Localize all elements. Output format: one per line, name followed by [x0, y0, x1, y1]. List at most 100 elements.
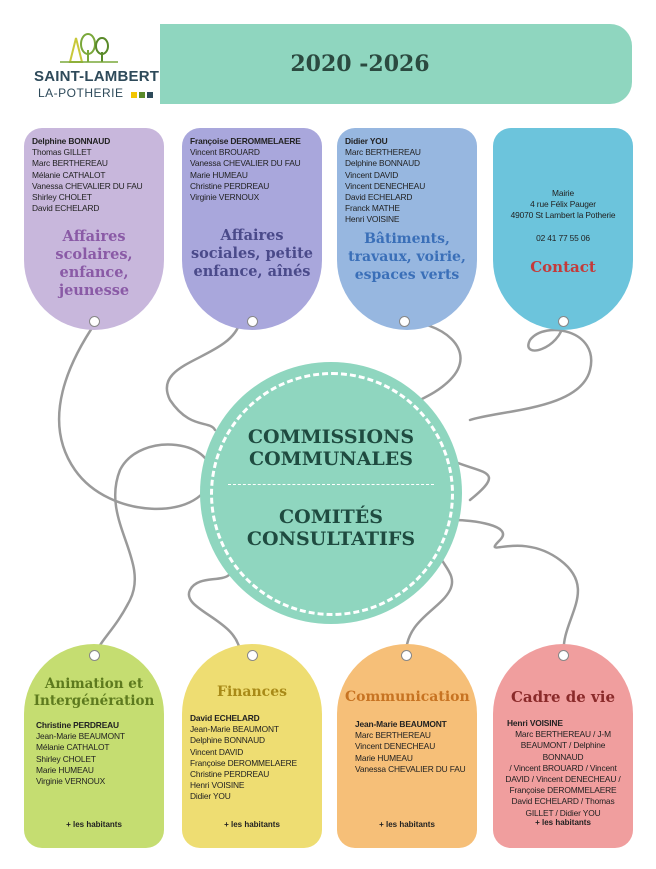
- logo-name: SAINT-LAMBERT: [34, 68, 160, 85]
- tag-members: Didier YOU Marc BERTHEREAU Delphine BONN…: [345, 136, 469, 226]
- tag-hole-icon: [247, 650, 258, 661]
- member: David ECHELARD: [32, 203, 100, 214]
- tag-hole-icon: [558, 650, 569, 661]
- member: / Vincent BROUARD / Vincent: [509, 762, 617, 773]
- contact-details: Mairie 4 rue Félix Pauger 49070 St Lambe…: [501, 188, 625, 244]
- contact-line: Mairie: [552, 188, 574, 198]
- member: Vincent DENECHEAU: [345, 180, 426, 191]
- tag-batiments: Didier YOU Marc BERTHEREAU Delphine BONN…: [337, 128, 477, 330]
- member: BEAUMONT / Delphine BONNAUD: [520, 740, 606, 762]
- tag-lead: Jean-Marie BEAUMONT: [355, 719, 447, 729]
- member: Vincent DAVID: [190, 746, 244, 757]
- years-label: 2020 -2026: [290, 51, 430, 77]
- tag-cadre-de-vie: Cadre de vie Henri VOISINE Marc BERTHERE…: [493, 644, 633, 848]
- tag-hole-icon: [89, 650, 100, 661]
- member: David ECHELARD / Thomas: [511, 796, 615, 807]
- member: Christine PERDREAU: [190, 180, 270, 191]
- tag-title: Affaires sociales, petite enfance, aînés: [190, 227, 314, 281]
- tag-hole-icon: [247, 316, 258, 327]
- member: Virginie VERNOUX: [36, 776, 106, 787]
- center-line-3: COMITÉS: [279, 506, 383, 528]
- tag-affaires-scolaires: Delphine BONNAUD Thomas GILLET Marc BERT…: [24, 128, 164, 330]
- tag-animation: Animation et Intergénération Christine P…: [24, 644, 164, 848]
- member: DAVID / Vincent DENECHEAU /: [505, 774, 621, 785]
- tag-lead: Françoise DEROMMELAERE: [190, 136, 301, 146]
- tag-hole-icon: [89, 316, 100, 327]
- years-banner: [160, 24, 632, 104]
- center-separator: [228, 484, 434, 485]
- member: Vanessa CHEVALIER DU FAU: [32, 180, 143, 191]
- center-line-2: COMMUNALES: [249, 448, 413, 470]
- tag-title: Communication: [345, 689, 470, 705]
- member: Mélanie CATHALOT: [36, 742, 110, 753]
- tag-members: Jean-Marie BEAUMONT Marc BERTHEREAU Vinc…: [345, 719, 469, 775]
- tag-lead: Delphine BONNAUD: [32, 136, 111, 146]
- tag-title: Finances: [217, 684, 287, 700]
- member: Vanessa CHEVALIER DU FAU: [190, 158, 301, 169]
- member: Vanessa CHEVALIER DU FAU: [355, 763, 466, 774]
- member: Henri VOISINE: [345, 214, 400, 225]
- member: Delphine BONNAUD: [190, 735, 265, 746]
- member: Thomas GILLET: [32, 147, 92, 158]
- tag-lead: Christine PERDREAU: [36, 720, 119, 730]
- tag-footer: + les habitants: [224, 820, 280, 829]
- tag-members: Françoise DEROMMELAERE Vincent BROUARD V…: [190, 136, 314, 203]
- tag-title: Affaires scolaires, enfance, jeunesse: [55, 228, 133, 300]
- logo: [30, 28, 150, 108]
- tag-members: Henri VOISINE Marc BERTHEREAU / J-M BEAU…: [501, 718, 625, 819]
- member: Marie HUMEAU: [355, 752, 413, 763]
- tag-lead: Didier YOU: [345, 136, 388, 146]
- tag-title: Animation et Intergénération: [33, 676, 155, 709]
- member: Henri VOISINE: [190, 780, 245, 791]
- tag-members: Christine PERDREAU Jean-Marie BEAUMONT M…: [32, 720, 156, 787]
- center-circle-dashed-border: [210, 372, 454, 616]
- member: Marie HUMEAU: [36, 764, 94, 775]
- logo-subname: LA-POTHERIE: [38, 86, 154, 101]
- tag-footer: + les habitants: [379, 820, 435, 829]
- logo-subname-text: LA-POTHERIE: [38, 86, 124, 100]
- tag-hole-icon: [401, 650, 412, 661]
- member: Virginie VERNOUX: [190, 192, 260, 203]
- tag-title: Cadre de vie: [510, 688, 616, 706]
- member: Mélanie CATHALOT: [32, 169, 106, 180]
- tag-members: Delphine BONNAUD Thomas GILLET Marc BERT…: [32, 136, 156, 214]
- member: GILLET / Didier YOU: [525, 807, 601, 818]
- member: Françoise DEROMMELAERE: [190, 757, 297, 768]
- tag-title: Contact: [530, 257, 596, 276]
- tag-title: Bâtiments, travaux, voirie, espaces vert…: [348, 230, 466, 283]
- tag-lead: Henri VOISINE: [507, 718, 563, 728]
- contact-phone: 02 41 77 55 06: [536, 232, 590, 243]
- tag-footer: + les habitants: [66, 820, 122, 829]
- tag-hole-icon: [399, 316, 410, 327]
- member: Shirley CHOLET: [36, 753, 96, 764]
- member: Vincent DENECHEAU: [355, 741, 436, 752]
- tag-lead: David ECHELARD: [190, 713, 260, 723]
- member: Franck MATHE: [345, 203, 400, 214]
- trees-logo-icon: [60, 33, 118, 63]
- tag-affaires-sociales: Françoise DEROMMELAERE Vincent BROUARD V…: [182, 128, 322, 330]
- tag-hole-icon: [558, 316, 569, 327]
- center-line-4: CONSULTATIFS: [246, 528, 416, 550]
- logo-squares-icon: [131, 87, 154, 101]
- member: Vincent BROUARD: [190, 147, 260, 158]
- tag-footer: + les habitants: [535, 818, 591, 827]
- member: Delphine BONNAUD: [345, 158, 420, 169]
- member: Marc BERTHEREAU / J-M: [515, 729, 611, 740]
- member: Marc BERTHEREAU: [355, 730, 431, 741]
- member: Jean-Marie BEAUMONT: [36, 731, 125, 742]
- tag-contact: Mairie 4 rue Félix Pauger 49070 St Lambe…: [493, 128, 633, 330]
- contact-line: 49070 St Lambert la Potherie: [510, 210, 616, 221]
- member: Marc BERTHEREAU: [345, 147, 421, 158]
- contact-line: 4 rue Félix Pauger: [530, 199, 596, 210]
- member: Marie HUMEAU: [190, 169, 248, 180]
- tag-finances: Finances David ECHELARD Jean-Marie BEAUM…: [182, 644, 322, 848]
- member: Marc BERTHEREAU: [32, 158, 108, 169]
- member: David ECHELARD: [345, 192, 413, 203]
- member: Didier YOU: [190, 791, 231, 802]
- member: Françoise DEROMMELAERE: [509, 785, 617, 796]
- contact-spacer: [501, 222, 625, 233]
- member: Shirley CHOLET: [32, 192, 92, 203]
- member: Vincent DAVID: [345, 169, 399, 180]
- center-line-1: COMMISSIONS: [247, 426, 415, 448]
- member: Jean-Marie BEAUMONT: [190, 724, 279, 735]
